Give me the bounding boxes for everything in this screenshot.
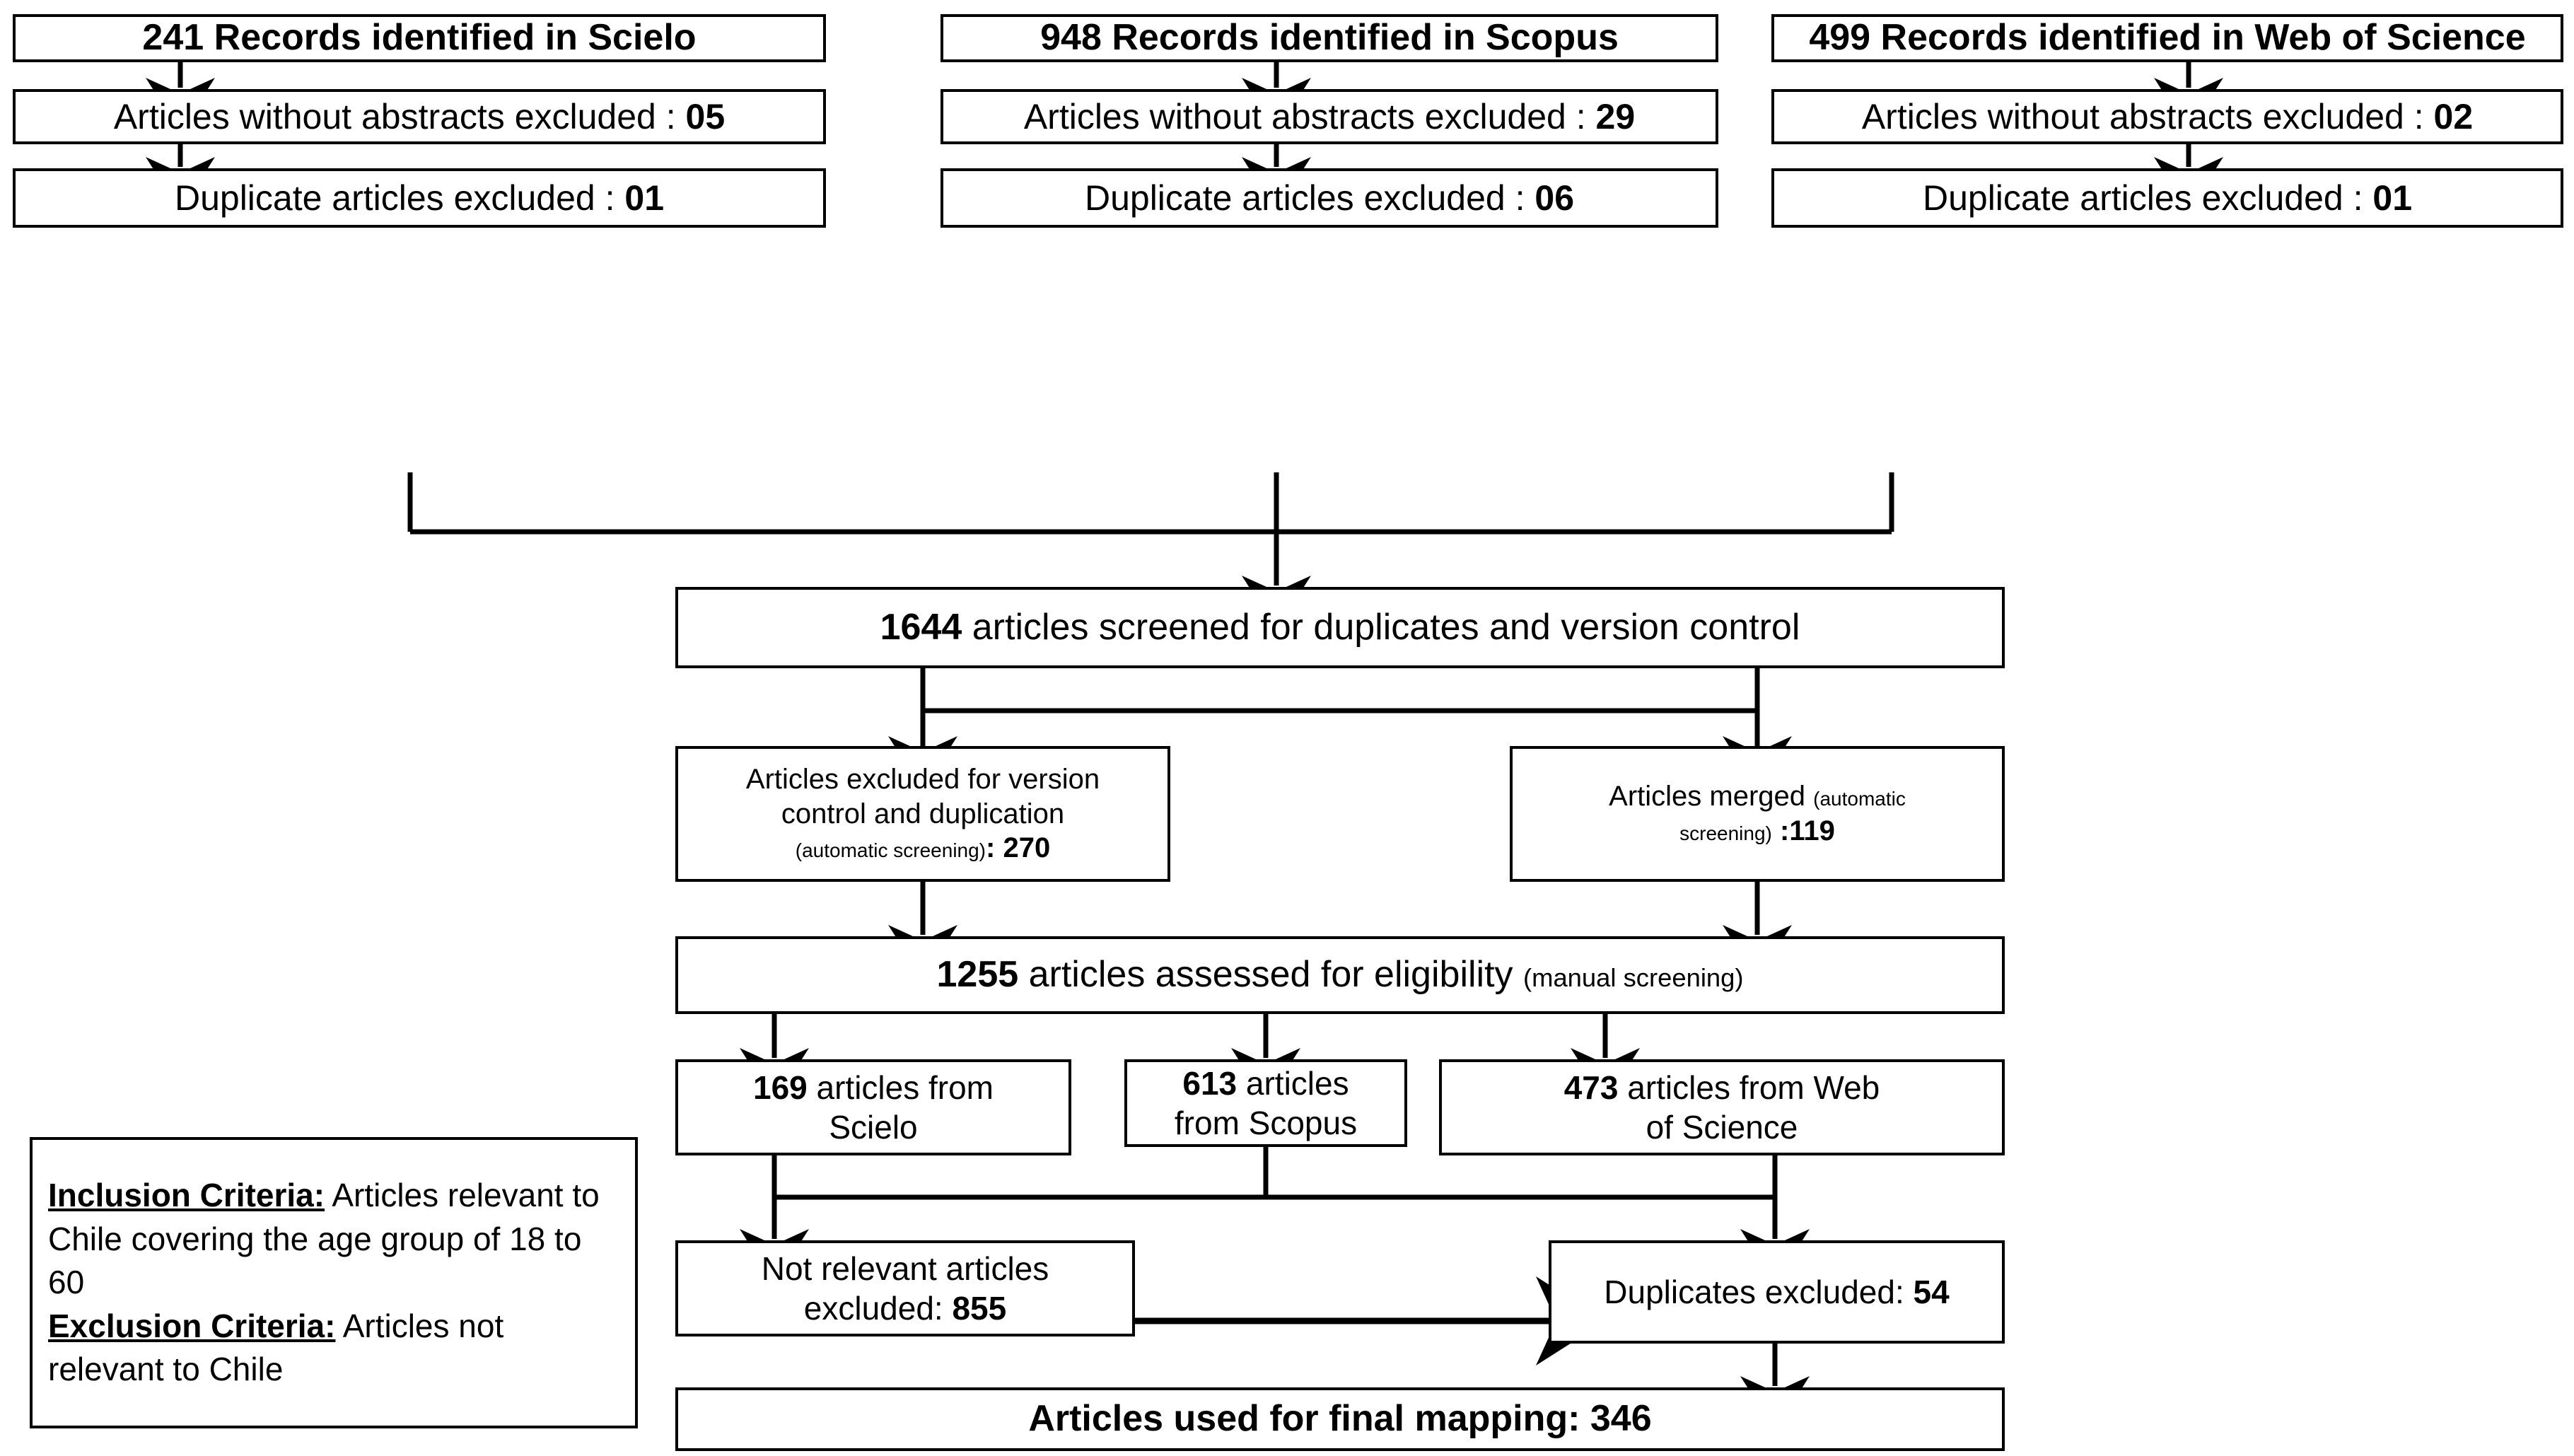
split-connector-eligibility bbox=[740, 1014, 1640, 1102]
eligibility-note: (manual screening) bbox=[1523, 963, 1744, 993]
box-no-abstract-wos: Articles without abstracts excluded : 02 bbox=[1771, 89, 2563, 144]
box-split-wos: 473 articles from Web of Science bbox=[1439, 1059, 2005, 1155]
box-articles-screened: 1644 articles screened for duplicates an… bbox=[675, 587, 2005, 668]
box-no-abstract-scopus: Articles without abstracts excluded : 29 bbox=[940, 89, 1718, 144]
not-relevant-line1: Not relevant articles bbox=[761, 1250, 1049, 1287]
split-connector-screened bbox=[888, 668, 1792, 791]
box-duplicates-excluded-final: Duplicates excluded: 54 bbox=[1549, 1240, 2005, 1344]
split-scielo-count: 169 bbox=[752, 1068, 808, 1106]
no-abstract-scielo-label: Articles without abstracts excluded : bbox=[113, 96, 686, 136]
records-wos-count: 499 bbox=[1809, 17, 1871, 59]
merged-note-open: (automatic bbox=[1813, 788, 1906, 810]
records-wos-label: Records identified in Web of Science bbox=[1870, 17, 2526, 59]
auto-excluded-line2: control and duplication bbox=[781, 798, 1065, 829]
split-scopus-count: 613 bbox=[1182, 1064, 1238, 1102]
split-wos-line2: of Science bbox=[1646, 1109, 1798, 1146]
eligibility-count: 1255 bbox=[936, 954, 1019, 996]
records-scopus-label: Records identified in Scopus bbox=[1101, 17, 1619, 59]
box-duplicates-scielo: Duplicate articles excluded : 01 bbox=[13, 168, 826, 228]
eligibility-label: articles assessed for eligibility bbox=[1018, 954, 1524, 996]
duplicates-scielo-value: 01 bbox=[624, 177, 665, 218]
auto-excluded-note: (automatic screening) bbox=[795, 839, 986, 862]
no-abstract-scopus-label: Articles without abstracts excluded : bbox=[1023, 96, 1596, 136]
merged-note-close: screening) bbox=[1679, 822, 1772, 844]
box-no-abstract-scielo: Articles without abstracts excluded : 05 bbox=[13, 89, 826, 144]
auto-excluded-value: 270 bbox=[1003, 832, 1051, 864]
records-scielo-count: 241 bbox=[142, 17, 204, 59]
exclusion-criteria-text: Articles not relevant to Chile bbox=[48, 1307, 504, 1388]
box-records-wos: 499 Records identified in Web of Science bbox=[1771, 14, 2563, 62]
records-scielo-label: Records identified in Scielo bbox=[204, 17, 697, 59]
merged-line1: Articles merged bbox=[1609, 781, 1814, 813]
screened-label: articles screened for duplicates and ver… bbox=[962, 606, 1800, 648]
box-criteria-legend: Inclusion Criteria: Articles relevant to… bbox=[30, 1137, 638, 1428]
duplicates-wos-label: Duplicate articles excluded : bbox=[1922, 177, 2373, 218]
box-records-scopus: 948 Records identified in Scopus bbox=[940, 14, 1718, 62]
split-scopus-label: articles bbox=[1237, 1064, 1349, 1102]
duplicates-wos-value: 01 bbox=[2372, 177, 2413, 218]
merged-value: 119 bbox=[1789, 815, 1835, 846]
split-scielo-label: articles from bbox=[807, 1068, 994, 1106]
no-abstract-wos-label: Articles without abstracts excluded : bbox=[1861, 96, 2434, 136]
split-scielo-line2: Scielo bbox=[829, 1109, 918, 1146]
box-auto-excluded-version-control: Articles excluded for version control an… bbox=[675, 746, 1170, 882]
box-records-scielo: 241 Records identified in Scielo bbox=[13, 14, 826, 62]
no-abstract-scopus-value: 29 bbox=[1595, 96, 1636, 136]
auto-excluded-suffix: : bbox=[986, 832, 1003, 864]
duplicates-scopus-label: Duplicate articles excluded : bbox=[1084, 177, 1535, 218]
merge-connector-three-sources bbox=[407, 472, 1894, 535]
box-split-scopus: 613 articles from Scopus bbox=[1124, 1059, 1407, 1147]
not-relevant-value: 855 bbox=[952, 1290, 1007, 1327]
merged-suffix: : bbox=[1771, 815, 1790, 846]
auto-excluded-line1: Articles excluded for version bbox=[745, 763, 1100, 795]
box-not-relevant-excluded: Not relevant articles excluded: 855 bbox=[675, 1240, 1135, 1336]
no-abstract-wos-value: 02 bbox=[2433, 96, 2474, 136]
final-label: Articles used for final mapping: bbox=[1028, 1398, 1590, 1440]
not-relevant-line2: excluded: bbox=[803, 1290, 953, 1327]
duplicates-scopus-value: 06 bbox=[1534, 177, 1575, 218]
inclusion-criteria-heading: Inclusion Criteria: bbox=[48, 1176, 325, 1213]
box-duplicates-wos: Duplicate articles excluded : 01 bbox=[1771, 168, 2563, 228]
records-scopus-count: 948 bbox=[1040, 17, 1102, 59]
final-value: 346 bbox=[1590, 1398, 1652, 1440]
dupes-excluded-value: 54 bbox=[1913, 1273, 1950, 1310]
box-articles-merged: Articles merged (automatic screening) :1… bbox=[1510, 746, 2005, 882]
inclusion-criteria-text: Articles relevant to Chile covering the … bbox=[48, 1176, 600, 1301]
split-scopus-line2: from Scopus bbox=[1174, 1105, 1358, 1141]
dupes-excluded-label: Duplicates excluded: bbox=[1604, 1273, 1914, 1310]
split-wos-count: 473 bbox=[1563, 1068, 1619, 1106]
no-abstract-scielo-value: 05 bbox=[685, 96, 726, 136]
screened-count: 1644 bbox=[880, 606, 962, 648]
duplicates-scielo-label: Duplicate articles excluded : bbox=[174, 177, 625, 218]
exclusion-criteria-heading: Exclusion Criteria: bbox=[48, 1307, 336, 1344]
box-split-scielo: 169 articles from Scielo bbox=[675, 1059, 1071, 1155]
box-duplicates-scopus: Duplicate articles excluded : 06 bbox=[940, 168, 1718, 228]
split-wos-label: articles from Web bbox=[1618, 1068, 1880, 1106]
box-articles-eligibility: 1255 articles assessed for eligibility (… bbox=[675, 936, 2005, 1014]
merge-connector-sources-bottom bbox=[740, 1147, 1810, 1283]
box-final-mapping: Articles used for final mapping: 346 bbox=[675, 1387, 2005, 1451]
